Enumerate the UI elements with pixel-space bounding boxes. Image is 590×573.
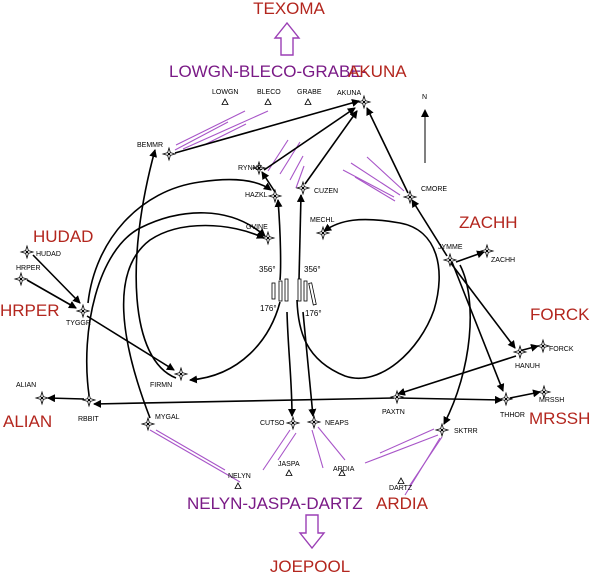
- zachh-label: ZACHH: [459, 213, 518, 232]
- fix-label-neaps: NEAPS: [325, 420, 349, 427]
- alian-label: ALIAN: [3, 412, 52, 431]
- fix-label-tyggr: TYGGR: [66, 320, 91, 327]
- fix-label-jaspa: JASPA: [278, 461, 300, 468]
- fix-label-hrper: HRPER: [16, 265, 41, 272]
- fix-label-mrssh: MRSSH: [539, 397, 564, 404]
- fix-label-lowgn: LOWGN: [212, 89, 238, 96]
- joepool-label: JOEPOOL: [270, 557, 350, 573]
- fix-label-paxtn: PAXTN: [382, 409, 405, 416]
- fix-label-zachh: ZACHH: [491, 257, 515, 264]
- north-exit-arrow-icon: [273, 21, 301, 56]
- south-exit-arrow-icon: [298, 514, 326, 550]
- fix-label-alian: ALIAN: [16, 382, 36, 389]
- routes: [26, 99, 541, 425]
- fix-label-rbbit: RBBIT: [78, 416, 99, 423]
- north-label: N: [422, 94, 427, 101]
- radar-vectors-south: [149, 426, 443, 496]
- fix-label-gvine: GVINE: [246, 224, 268, 231]
- fix-label-cutso: CUTSO: [260, 420, 285, 427]
- fix-label-nelyn: NELYN: [228, 473, 251, 480]
- fix-label-cmore: CMORE: [421, 186, 447, 193]
- lowgn-bleco-grabe-label: LOWGN-BLECO-GRABE-: [169, 62, 367, 81]
- fix-label-hazkl: HAZKL: [245, 192, 268, 199]
- hdg-356-left: 356°: [259, 265, 276, 274]
- akuna-label: AKUNA: [348, 62, 407, 81]
- fix-label-mygal: MYGAL: [155, 414, 180, 421]
- fix-label-forck: FORCK: [549, 346, 574, 353]
- fix-label-rynne: RYNNE: [238, 165, 263, 172]
- hdg-356-right: 356°: [304, 265, 321, 274]
- fix-label-jymme: JYMME: [438, 244, 463, 251]
- radar-vectors-north: [174, 110, 405, 202]
- fix-label-hudad: HUDAD: [36, 251, 61, 258]
- mrssh-label: MRSSH: [529, 409, 590, 428]
- fix-label-dartz: DARTZ: [389, 485, 413, 492]
- fix-label-hanuh: HANUH: [515, 363, 540, 370]
- texoma-label: TEXOMA: [253, 0, 325, 18]
- nelyn-jaspa-dartz-label: NELYN-JASPA-DARTZ: [187, 494, 363, 513]
- center-heading-bars: [271, 278, 317, 306]
- hrper-label: HRPER: [0, 301, 60, 320]
- fix-label-cuzen: CUZEN: [314, 188, 338, 195]
- fix-symbols: [14, 95, 551, 437]
- ardia-label: ARDIA: [376, 494, 429, 513]
- hdg-176-left: 176°: [260, 304, 277, 313]
- fix-label-mechl: MECHL: [310, 217, 335, 224]
- fix-label-firmn: FIRMN: [150, 382, 172, 389]
- hdg-176-right: 176°: [305, 309, 322, 318]
- fix-label-thhor: THHOR: [500, 412, 525, 419]
- forck-label: FORCK: [530, 305, 590, 324]
- fix-label-ardia: ARDIA: [333, 466, 355, 473]
- hudad-label: HUDAD: [33, 227, 93, 246]
- fix-label-sktrr: SKTRR: [454, 428, 478, 435]
- fix-label-akuna: AKUNA: [337, 90, 361, 97]
- fix-label-bemmr: BEMMR: [137, 142, 163, 149]
- fix-label-bleco: BLECO: [257, 89, 281, 96]
- fix-label-grabe: GRABE: [297, 89, 322, 96]
